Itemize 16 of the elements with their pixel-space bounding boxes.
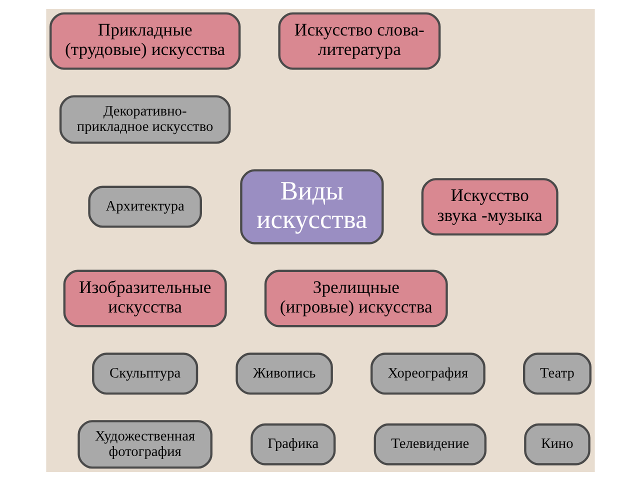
node-box: Зрелищные (игровые) искусства (264, 269, 448, 327)
node-box: Телевидение (373, 422, 486, 465)
node-box: Архитектура (88, 185, 202, 228)
node-box: Кино (524, 422, 590, 465)
node-box: Графика (250, 422, 336, 465)
node-box: Искусство слова- литература (278, 12, 440, 70)
node-box: Искусство звука -музыка (420, 178, 558, 236)
node-box: Прикладные (трудовые) искусства (49, 12, 240, 70)
node-box: Театр (522, 352, 591, 394)
node-box: Скульптура (92, 352, 198, 394)
node-box: Хореография (370, 352, 485, 394)
node-box: Декоративно- прикладное искусство (58, 94, 230, 144)
node-box: Изобразительные искусства (62, 269, 226, 327)
node-box: Виды искусства (240, 168, 384, 244)
node-box: Художественная фотография (77, 420, 212, 468)
node-box: Живопись (235, 352, 332, 394)
